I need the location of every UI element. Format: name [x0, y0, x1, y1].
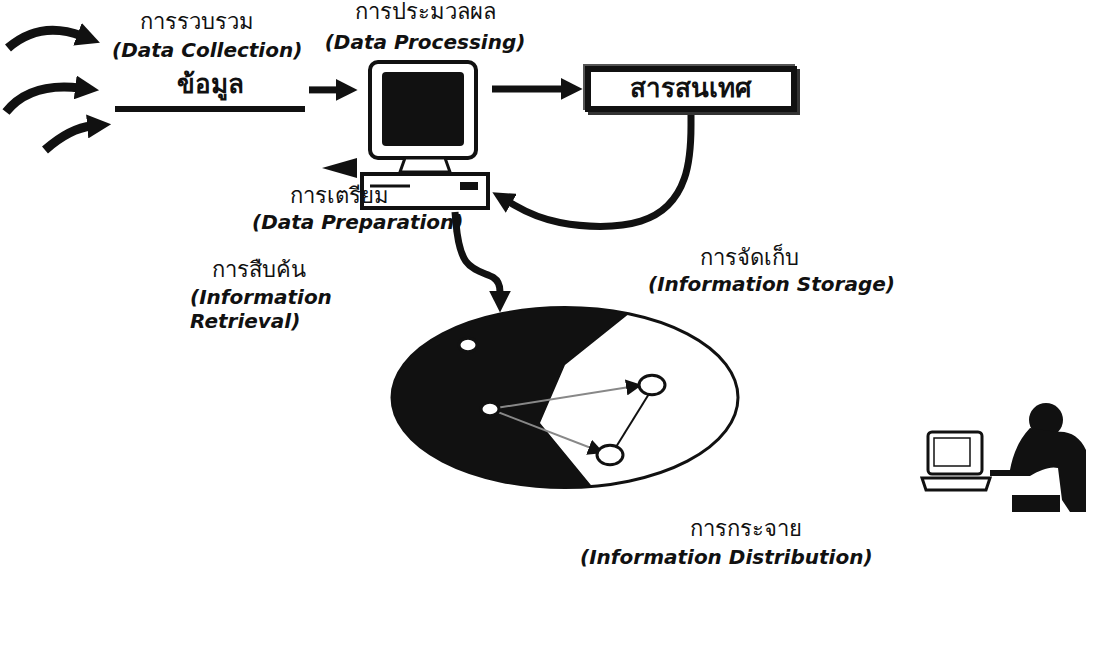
step-label: การรวบรวม: [140, 8, 254, 36]
network-illustration: [390, 305, 740, 490]
english-heading: (Data Processing): [325, 30, 526, 54]
step-label: การจัดเก็บ: [700, 244, 799, 272]
step-label: การสืบค้น: [212, 256, 306, 284]
collection-arrow: [45, 126, 92, 150]
preparation-arrow: [322, 158, 357, 178]
flow-arrow: [309, 86, 340, 93]
flow-arrow: [508, 114, 691, 227]
user-figure: [922, 403, 1086, 512]
information-box: สารสนเทศ: [585, 66, 797, 112]
network-ellipse: การกระจาย(Information Distribution): [390, 305, 740, 490]
step-label-english: (Information Storage): [648, 272, 895, 296]
collection-arrow: [6, 87, 80, 112]
step-label-english: (Data Preparation): [252, 210, 463, 234]
collection-arrow: [8, 30, 82, 48]
data-bar: ข้อมูล: [115, 68, 305, 112]
step-label: การเตรียม: [290, 182, 389, 210]
thai-heading: การประมวลผล: [355, 0, 496, 26]
step-label-english: (Information Retrieval): [190, 285, 340, 333]
node-title: สารสนเทศ: [605, 72, 777, 106]
flow-arrow: [492, 85, 565, 92]
thai-heading: การกระจาย: [690, 515, 802, 543]
step-label-english: (Data Collection): [112, 38, 302, 62]
english-heading: (Information Distribution): [580, 545, 873, 569]
node-title: ข้อมูล: [119, 68, 301, 102]
